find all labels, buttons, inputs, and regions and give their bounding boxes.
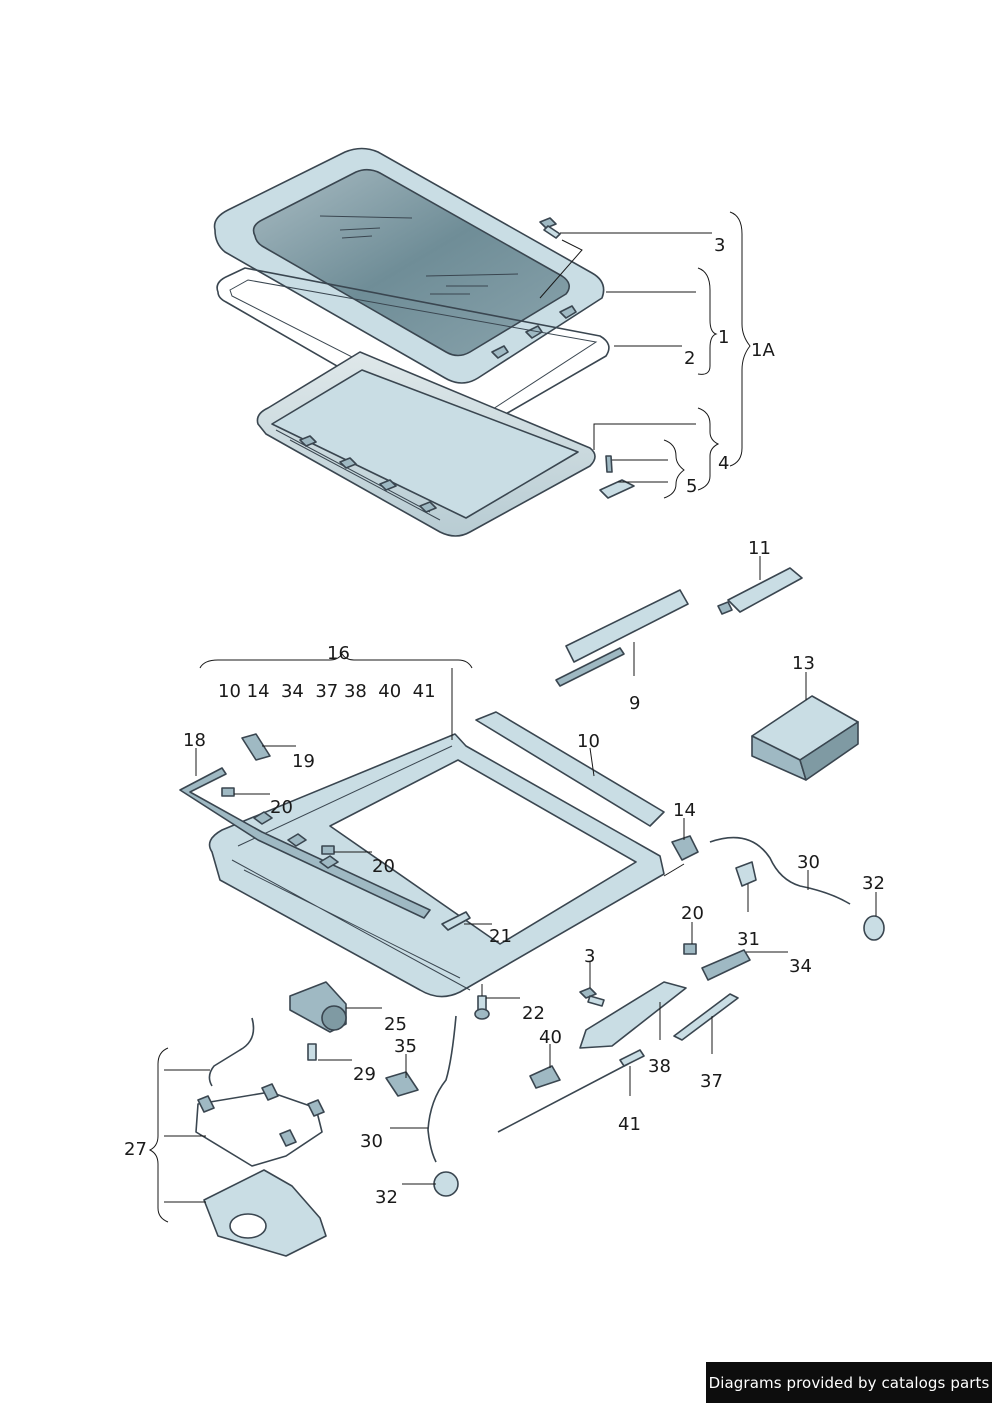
drain-valve-part-32-left [433, 1171, 459, 1197]
cover-part-38 [579, 981, 687, 1049]
drain-hose-part-30-left [427, 1015, 457, 1163]
guide-rail-part-9 [555, 589, 689, 687]
clip-part-5 [599, 455, 635, 499]
callout-18: 18 [183, 730, 206, 751]
footer-banner: Diagrams provided by catalogs parts [706, 1362, 992, 1403]
screw-part-3-top [539, 217, 561, 239]
callout-9: 9 [629, 693, 640, 714]
pad-part-20c [683, 943, 697, 955]
box-part-13 [751, 695, 859, 781]
adhesive-tube-part-11 [717, 567, 803, 615]
callout-41: 41 [618, 1114, 641, 1135]
callout-40: 40 [539, 1027, 562, 1048]
drain-valve-part-32-right [863, 915, 885, 941]
callout-labels: 3 1 1A 2 4 5 11 16 10 14 34 37 38 40 41 … [124, 235, 885, 1208]
callout-37: 37 [700, 1071, 723, 1092]
bracket-part-35 [385, 1071, 419, 1097]
holder-part-40 [529, 1065, 561, 1089]
callout-16-subparts: 10 14 34 37 38 40 41 [218, 681, 436, 702]
pad-part-20b [321, 845, 335, 855]
screw-part-22 [474, 995, 490, 1020]
callout-16: 16 [327, 643, 350, 664]
callout-21: 21 [489, 926, 512, 947]
callout-19: 19 [292, 751, 315, 772]
glass-panel [213, 147, 605, 384]
callout-27: 27 [124, 1139, 147, 1160]
clip-part-21 [441, 911, 471, 931]
footer-text: Diagrams provided by catalogs parts [708, 1373, 990, 1392]
callout-1: 1 [718, 327, 729, 348]
seal-frame [216, 267, 610, 435]
callout-31: 31 [737, 929, 760, 950]
callout-11: 11 [748, 538, 771, 559]
cable-part-41 [497, 1049, 645, 1133]
screw-part-3-bottom [579, 987, 605, 1007]
callout-14: 14 [673, 800, 696, 821]
callout-20-a: 20 [270, 797, 293, 818]
drive-assembly-part-27 [195, 1017, 327, 1257]
callout-35: 35 [394, 1036, 417, 1057]
callout-2: 2 [684, 348, 695, 369]
screw-part-29 [307, 1043, 317, 1061]
callout-3-bottom: 3 [584, 946, 595, 967]
callout-30-right: 30 [797, 852, 820, 873]
clamp-part-31 [735, 861, 757, 887]
roof-frame-part-16 [179, 711, 665, 998]
callout-38: 38 [648, 1056, 671, 1077]
leader-lines [148, 211, 877, 1223]
callout-10: 10 [577, 731, 600, 752]
callout-32-left: 32 [375, 1187, 398, 1208]
callout-1A: 1A [751, 340, 775, 361]
callout-34: 34 [789, 956, 812, 977]
trim-part-37 [673, 993, 739, 1041]
callout-5: 5 [686, 476, 697, 497]
callout-30-left: 30 [360, 1131, 383, 1152]
switch-part-34 [701, 949, 751, 981]
motor-part-25 [289, 981, 347, 1033]
sunshade-frame [256, 351, 596, 537]
connector-part-14 [671, 835, 699, 861]
callout-13: 13 [792, 653, 815, 674]
callout-22: 22 [522, 1003, 545, 1024]
callout-20-c: 20 [681, 903, 704, 924]
callout-32-right: 32 [862, 873, 885, 894]
callout-20-b: 20 [372, 856, 395, 877]
callout-29: 29 [353, 1064, 376, 1085]
callout-3-top: 3 [714, 235, 725, 256]
drain-hose-part-30-right [709, 836, 851, 905]
pad-part-20a [221, 787, 235, 797]
callout-25: 25 [384, 1014, 407, 1035]
callout-4: 4 [718, 453, 729, 474]
bracket-part-19 [241, 733, 271, 761]
